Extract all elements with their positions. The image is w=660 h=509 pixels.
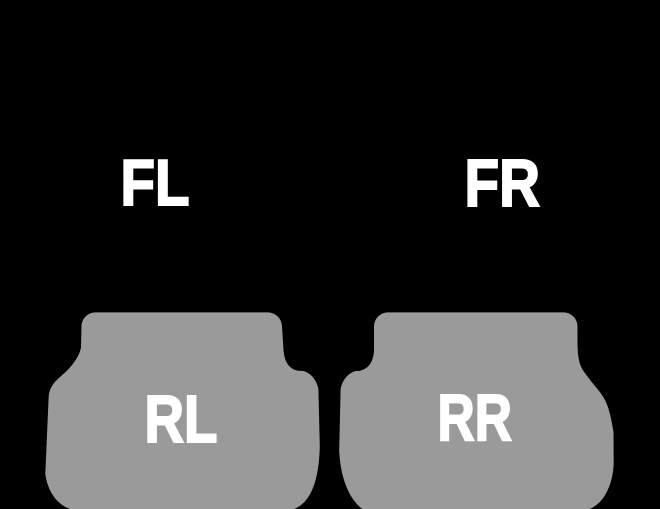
svg-text:RR: RR [438, 380, 512, 454]
svg-text:RL: RL [145, 382, 218, 457]
svg-text:FL: FL [121, 146, 190, 219]
svg-text:FR: FR [465, 147, 541, 221]
